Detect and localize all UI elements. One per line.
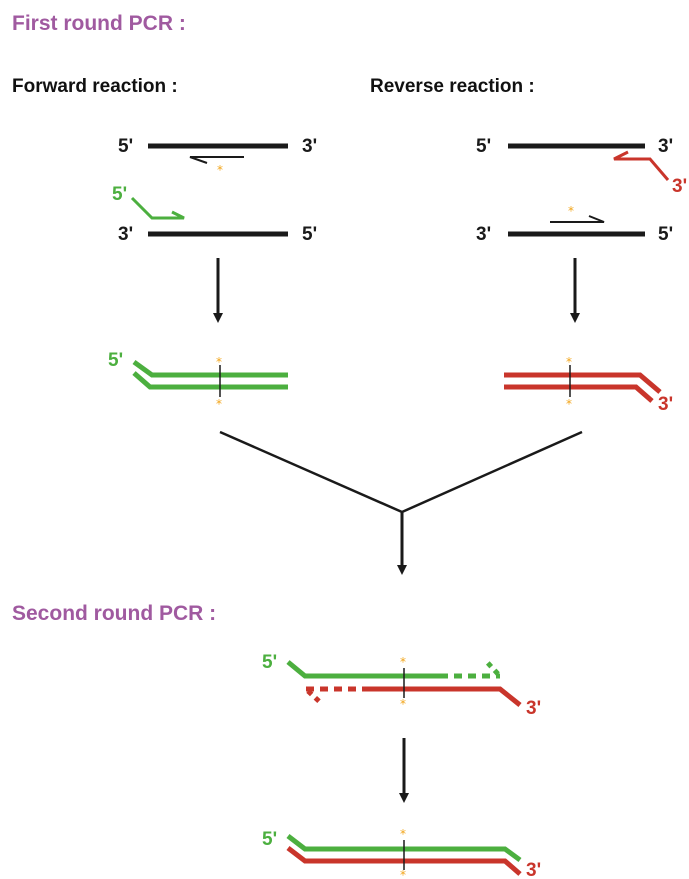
forward-bottom-5prime-label: 5'	[302, 224, 317, 245]
forward-green-primer-arrow	[130, 196, 185, 220]
reverse-inner-primer-mutation-star: *	[568, 204, 574, 218]
forward-template: 5' 3' * 5' 3' 5'	[112, 136, 317, 323]
reverse-product-bottom-strand	[504, 384, 654, 403]
reverse-bottom-3prime-label: 3'	[476, 224, 491, 245]
final-mutation-star-bottom: *	[400, 868, 406, 879]
forward-product-mutation-star-top: *	[216, 355, 222, 369]
reverse-top-5prime-label: 5'	[476, 136, 491, 157]
reverse-red-primer-3prime-label: 3'	[672, 176, 687, 197]
forward-reaction-label: Forward reaction :	[12, 76, 178, 97]
second-red-3prime-label: 3'	[526, 698, 541, 719]
second-round-duplex: 5' 3' * *	[262, 652, 541, 803]
reverse-product-mutation-star-bottom: *	[566, 397, 572, 411]
reverse-inner-primer-arrow	[550, 215, 605, 223]
first-round-heading: First round PCR :	[12, 12, 186, 35]
second-green-5prime-label: 5'	[262, 652, 277, 673]
second-red-strand-dotted-end	[306, 689, 324, 706]
forward-top-5prime-label: 5'	[118, 136, 133, 157]
second-green-strand-solid	[286, 660, 440, 679]
reverse-template: 5' 3' 3' * 3' 5'	[476, 136, 687, 323]
reverse-product: * * 3'	[504, 355, 673, 415]
second-mutation-star-bottom: *	[400, 697, 406, 711]
reverse-product-3prime-label: 3'	[658, 394, 673, 415]
reverse-product-mutation-star-top: *	[566, 355, 572, 369]
forward-bottom-3prime-label: 3'	[118, 224, 133, 245]
forward-top-3prime-label: 3'	[302, 136, 317, 157]
final-3prime-label: 3'	[526, 860, 541, 879]
forward-product-bottom-strand	[132, 371, 288, 390]
final-mutation-star-top: *	[400, 827, 406, 841]
final-green-strand	[286, 834, 522, 863]
reverse-reaction-label: Reverse reaction :	[370, 76, 535, 97]
final-red-strand	[286, 846, 522, 876]
forward-product-5prime-label: 5'	[108, 350, 123, 371]
forward-product-top-strand	[132, 359, 288, 378]
forward-inner-primer-mutation-star: *	[217, 163, 223, 177]
second-green-strand-dotted-end	[484, 659, 500, 676]
final-5prime-label: 5'	[262, 829, 277, 850]
second-red-strand-solid	[366, 686, 522, 707]
forward-green-primer-5prime-label: 5'	[112, 184, 127, 205]
reverse-top-3prime-label: 3'	[658, 136, 673, 157]
merge-line-left	[219, 430, 403, 514]
forward-inner-primer-arrow	[189, 156, 244, 164]
forward-product: * * 5'	[108, 350, 288, 411]
final-product: 5' 3' * *	[262, 827, 541, 879]
second-mutation-star-top: *	[400, 655, 406, 669]
forward-product-mutation-star-bottom: *	[216, 397, 222, 411]
reverse-product-top-strand	[504, 372, 662, 394]
second-round-heading: Second round PCR :	[12, 602, 217, 625]
reverse-bottom-5prime-label: 5'	[658, 224, 673, 245]
reverse-red-primer-arrow	[613, 150, 670, 181]
merge-line-right	[401, 430, 583, 514]
